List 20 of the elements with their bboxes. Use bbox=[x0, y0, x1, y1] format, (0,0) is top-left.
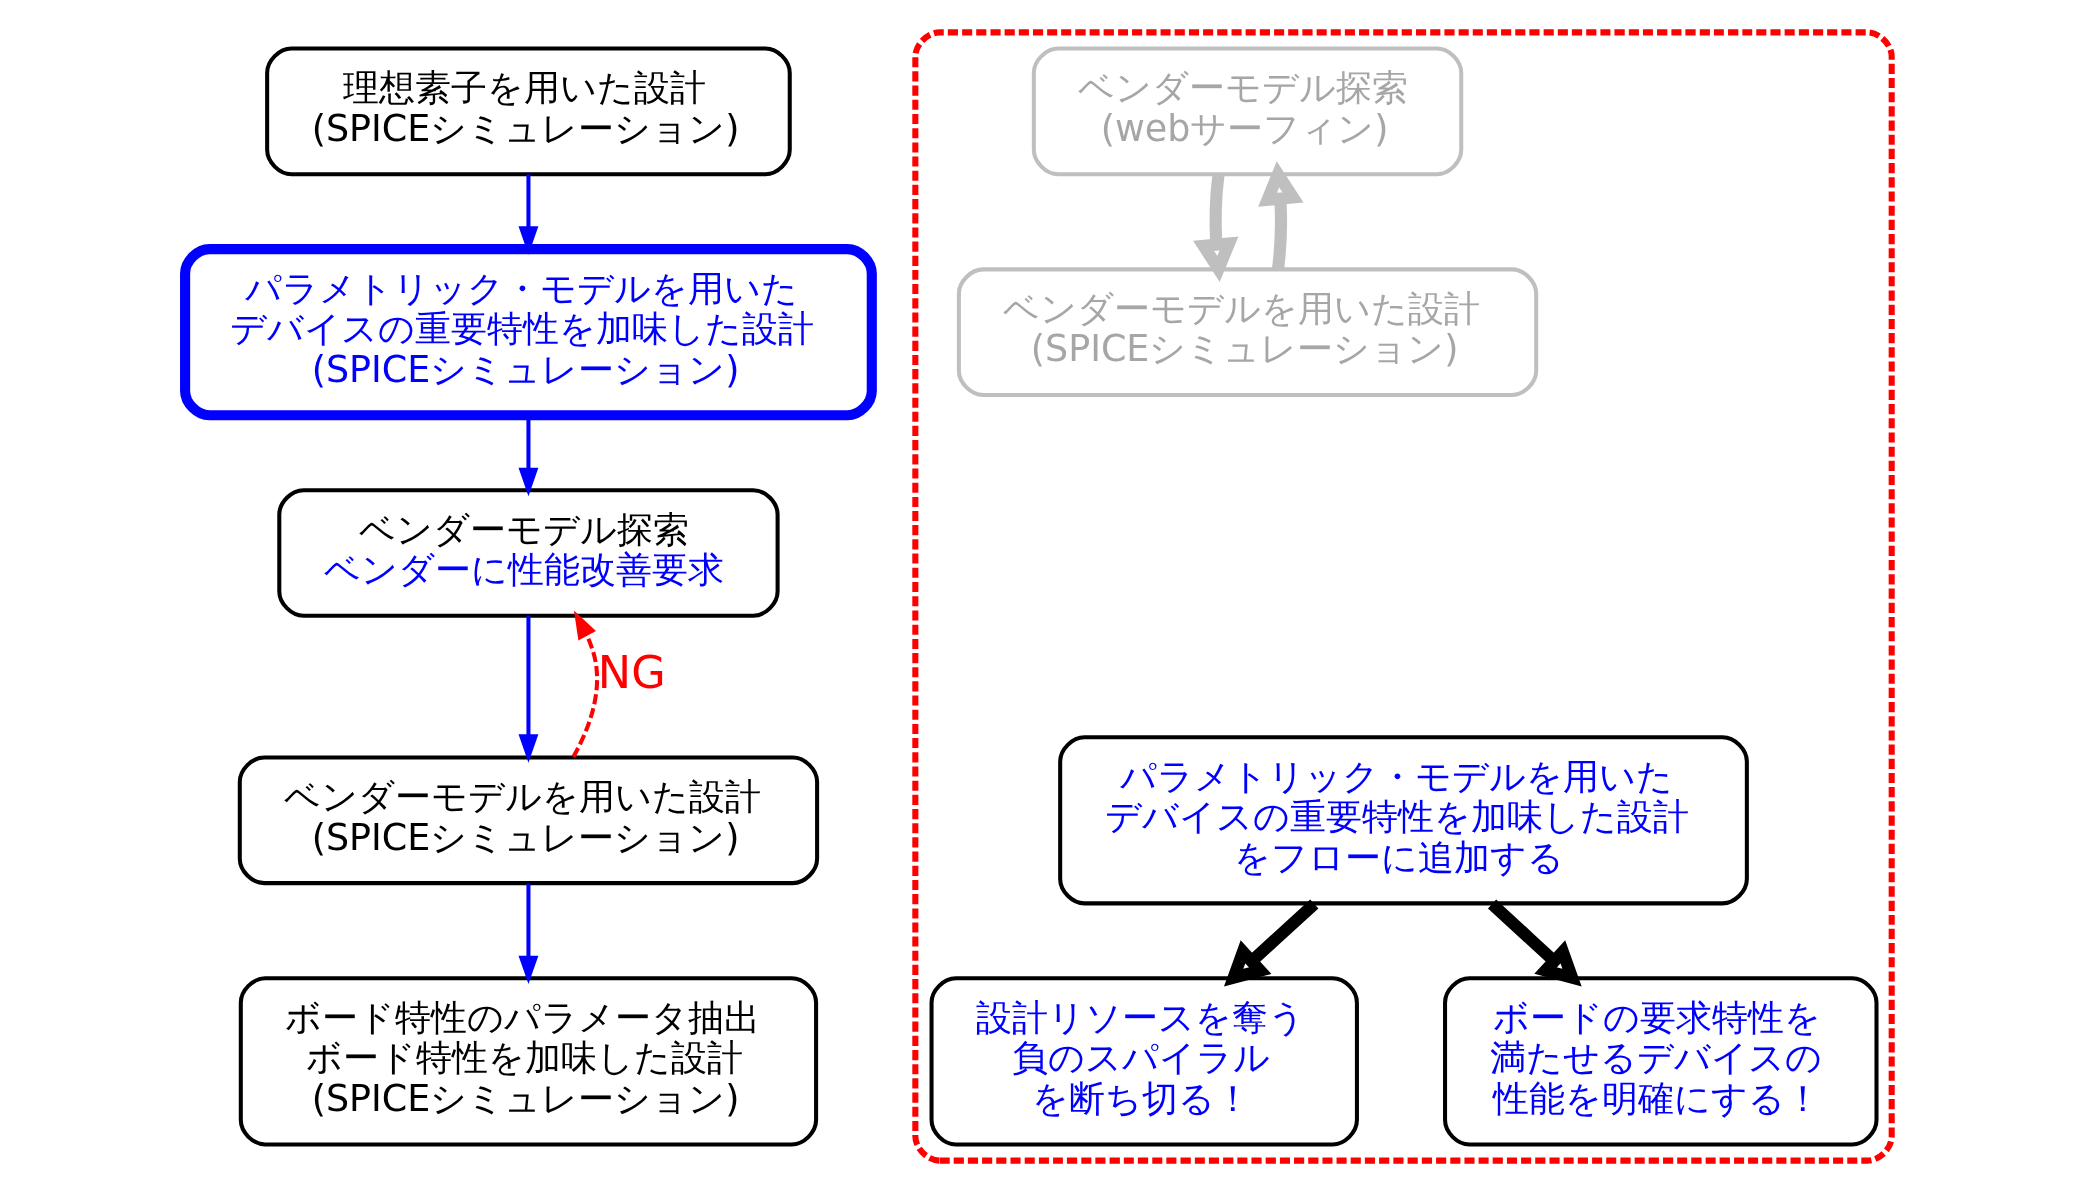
node-box: パラメトリック・モデルを用いたデバイスの重要特性を加味した設計 (SPICEシミュレーション) bbox=[179, 244, 877, 421]
arrow bbox=[1223, 899, 1318, 987]
arrow bbox=[1257, 161, 1304, 270]
arrow bbox=[518, 883, 538, 985]
node-box: ベンダーモデル探索 (webサーフィン) bbox=[1031, 46, 1463, 177]
node-box: ボードの要求特性を満たせるデバイスの性能を明確にする！ bbox=[1442, 976, 1879, 1147]
node-box: 設計リソースを奪う負のスパイラルを断ち切る！ bbox=[929, 976, 1359, 1147]
cluster bbox=[911, 29, 1895, 1164]
node-box: ベンダーモデルを用いた設計 (SPICEシミュレーション) bbox=[956, 267, 1538, 397]
arrow bbox=[518, 174, 538, 255]
arrow bbox=[1192, 173, 1238, 282]
arrow bbox=[1487, 899, 1582, 987]
node-box: ボード特性のパラメータ抽出ボード特性を加味した設計 (SPICEシミュレーション) bbox=[238, 976, 818, 1147]
node-box: パラメトリック・モデルを用いたデバイスの重要特性を加味した設計をフローに追加する bbox=[1057, 735, 1749, 906]
arrow bbox=[571, 610, 599, 758]
node-box: ベンダーモデルを用いた設計 (SPICEシミュレーション) bbox=[237, 755, 819, 886]
arrow bbox=[518, 616, 538, 763]
node-box: ベンダーモデル探索 ベンダーに性能改善要求 bbox=[276, 488, 780, 618]
node-box: 理想素子を用いた設計 (SPICEシミュレーション) bbox=[264, 46, 792, 177]
edge-label: NG bbox=[597, 646, 666, 699]
